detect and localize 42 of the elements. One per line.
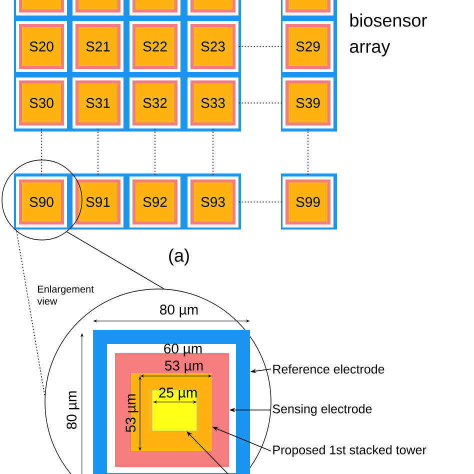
sensor-cell: [130, 0, 180, 16]
dimension-label: 60 µm: [164, 344, 202, 356]
zoom-line: [16, 230, 46, 396]
magnifier-circle: [2, 160, 82, 240]
zoom-line: [66, 231, 164, 290]
view-caption: Enlargement view: [37, 285, 94, 305]
callout-label: Sensing electrode: [272, 404, 372, 416]
dotted-line: [212, 128, 214, 177]
dimension-label: 80 µm: [160, 304, 198, 318]
sensor-cell: S20: [16, 21, 67, 72]
panel-label: (a): [169, 248, 189, 266]
sensor-cell: [72, 0, 124, 16]
sensor-cell: S33: [188, 78, 238, 128]
tower-top-square: [152, 390, 198, 432]
sensor-cell: S31: [72, 78, 124, 128]
sensor-cell: S32: [130, 78, 180, 128]
dimension-label: 80 µm: [66, 391, 80, 429]
dotted-line: [154, 128, 156, 177]
dotted-line: [238, 102, 283, 104]
sensor-cell: S93: [188, 176, 238, 228]
sensor-cell: S99: [282, 176, 334, 228]
sensor-cell: S39: [282, 78, 334, 128]
node-label: S90: [30, 197, 54, 207]
dimension-label: 25 µm: [159, 388, 197, 400]
callout-label: Proposed 1st stacked tower: [273, 445, 426, 457]
sensor-cell: [16, 0, 67, 16]
dotted-line: [238, 46, 283, 47]
sensor-cell: S21: [72, 21, 124, 72]
sensor-cell: S90: [16, 176, 67, 228]
dimension-label: 53 µm: [164, 360, 203, 374]
sensor-cell: [282, 0, 334, 16]
sensor-cell: S30: [16, 78, 67, 128]
sensor-cell: [188, 0, 238, 16]
callout-label: Reference electrode: [273, 364, 384, 374]
sensor-cell: S29: [282, 21, 334, 72]
dotted-line: [41, 128, 42, 177]
sensor-cell: S23: [188, 21, 238, 72]
dimension-label: 53 µm: [126, 394, 138, 432]
sensor-cell: S22: [130, 21, 180, 72]
sensor-cell: S92: [130, 176, 180, 228]
sensor-cell: S91: [72, 176, 124, 228]
array-caption: biosensor array: [350, 14, 427, 56]
